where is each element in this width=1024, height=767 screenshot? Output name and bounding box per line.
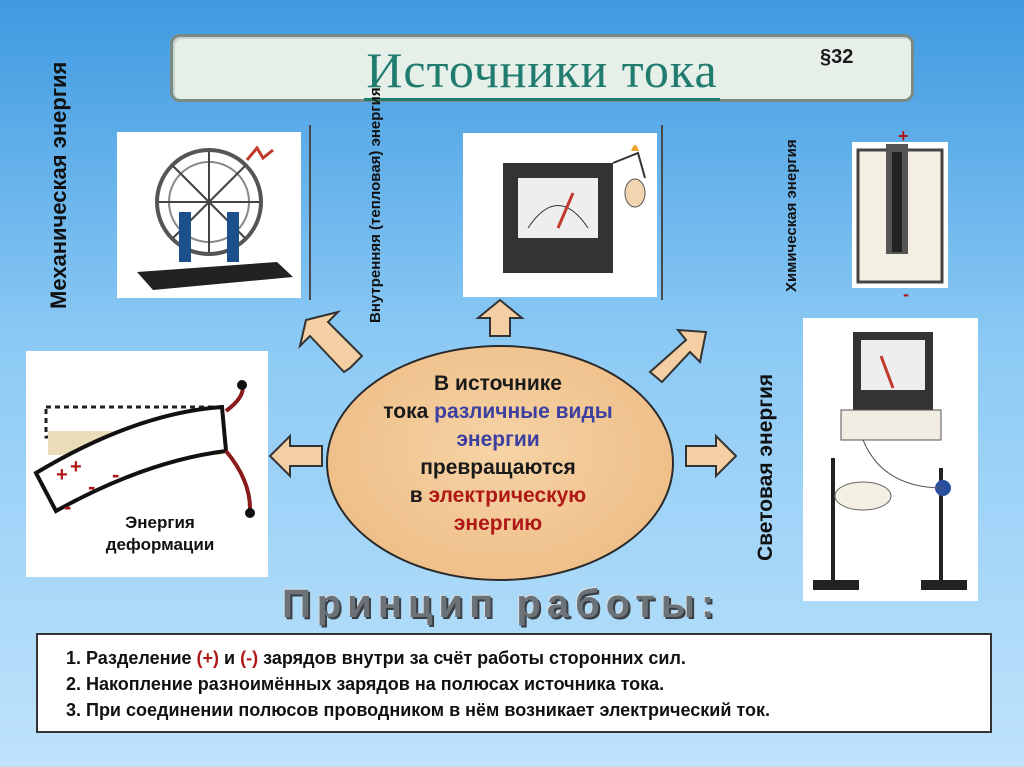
principles-list: Разделение (+) и (-) зарядов внутри за с… bbox=[36, 633, 992, 733]
list-item: Разделение (+) и (-) зарядов внутри за с… bbox=[86, 645, 990, 671]
arrow-right bbox=[686, 436, 736, 476]
arrow-up bbox=[478, 300, 522, 336]
arrow-up-left bbox=[300, 312, 362, 372]
list-item: Накопление разноимённых зарядов на полюс… bbox=[86, 671, 990, 697]
principle-heading: Принцип работы: bbox=[282, 582, 720, 627]
list-item: При соединении полюсов проводником в нём… bbox=[86, 697, 990, 723]
arrow-up-right bbox=[650, 330, 706, 382]
arrow-left bbox=[270, 436, 322, 476]
